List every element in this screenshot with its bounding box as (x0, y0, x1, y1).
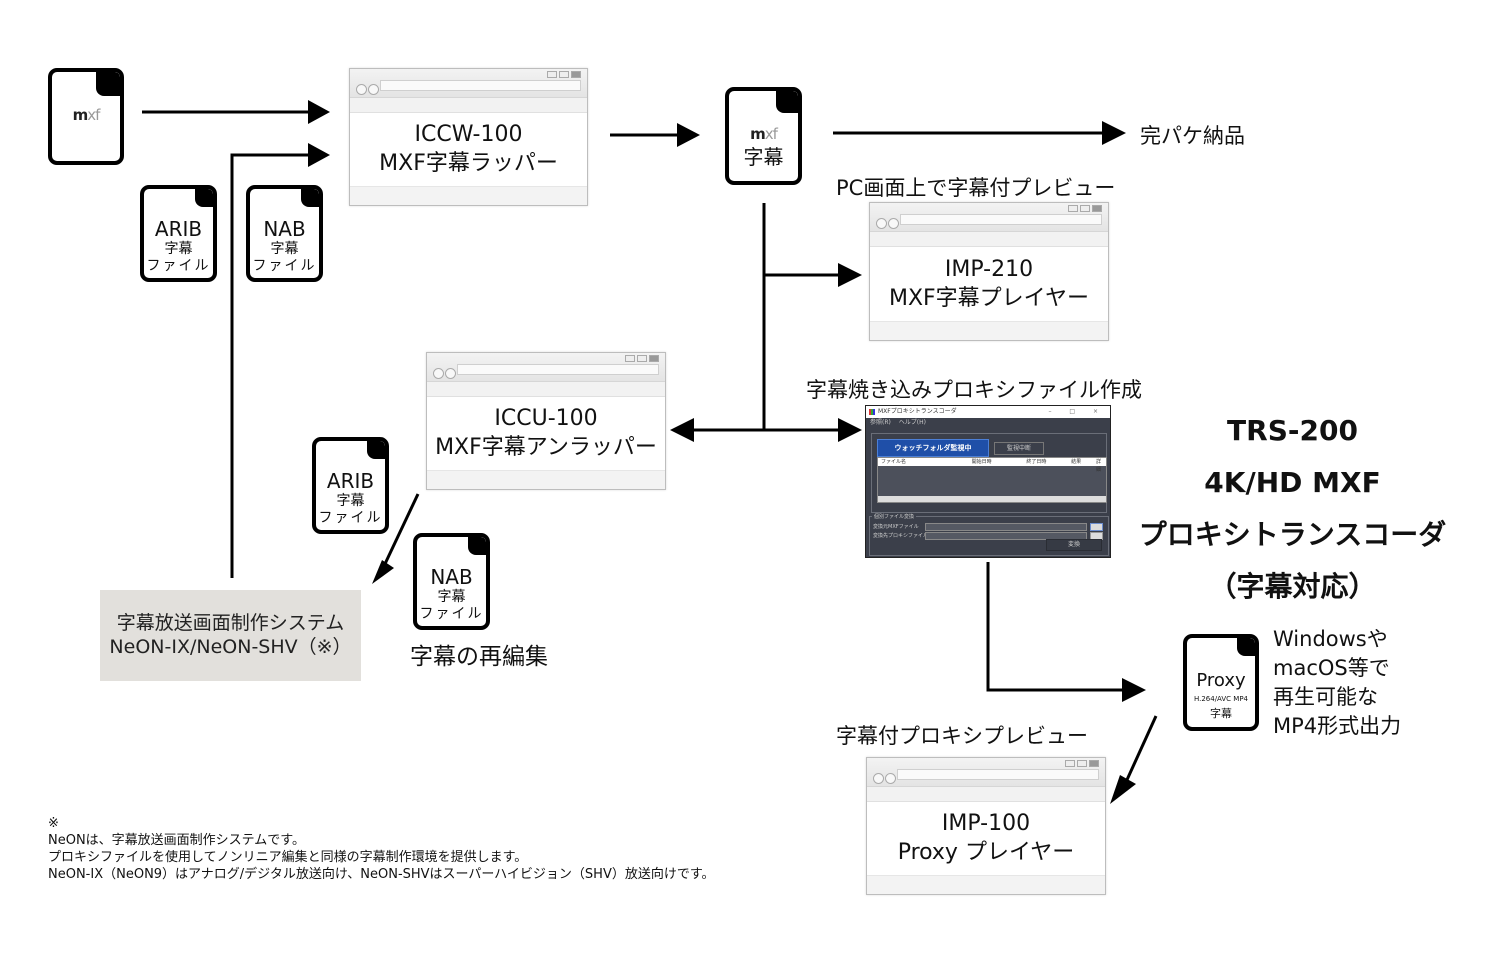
convert-button[interactable]: 変換 (1046, 539, 1102, 551)
source-mxf-input[interactable] (925, 523, 1087, 531)
col-end: 終了日時 (1026, 459, 1047, 465)
col-start: 開始日時 (971, 459, 992, 465)
col-result: 結果 (1071, 459, 1082, 465)
arrow-proxy-to-imp100 (1124, 715, 1158, 783)
neon-line2: NeON-IX/NeON-SHV（※） (109, 635, 352, 658)
delivery-label: 完パケ納品 (1140, 124, 1245, 148)
app-titlebar: MXFプロキシトランスコーダ – □ × (866, 406, 1110, 418)
imp210-name: MXF字幕プレイヤー (888, 285, 1090, 311)
stop-watch-button[interactable]: 監視中断 (994, 442, 1044, 455)
menu-reference[interactable]: 参照(R) (870, 419, 891, 426)
iccw-100-window: ICCW-100 MXF字幕ラッパー (349, 68, 588, 206)
horizontal-scrollbar[interactable] (878, 496, 1106, 502)
nab-output-file-icon: NAB 字幕 ファイル (413, 533, 490, 630)
imp100-caption: 字幕付プロキシプレビュー (836, 724, 1088, 748)
iccw-model: ICCW-100 (414, 122, 523, 148)
mxf-caption-file-icon: mxf 字幕 (725, 87, 802, 185)
neon-system-box: 字幕放送画面制作システム NeON-IX/NeON-SHV（※） (100, 590, 361, 681)
trs-200-app-screenshot: MXFプロキシトランスコーダ – □ × 参照(R) ヘルプ(H) ウォッチフォ… (865, 405, 1111, 558)
iccu-100-window: ICCU-100 MXF字幕アンラッパー (426, 352, 666, 490)
nab-caption-file-icon: NAB 字幕 ファイル (246, 185, 323, 282)
single-file-group: 個別ファイル変換 変換元MXFファイル 変換先プロキシファイル 変換 (869, 513, 1109, 556)
col-detail: 詳細 (1096, 459, 1102, 473)
browse-source-button[interactable] (1090, 523, 1103, 531)
arib-output-file-icon: ARIB 字幕 ファイル (312, 437, 389, 534)
iccu-name: MXF字幕アンラッパー (435, 435, 657, 460)
arib-caption-file-icon: ARIB 字幕 ファイル (140, 185, 217, 282)
transcoder-caption: 字幕焼き込みプロキシファイル作成 (806, 378, 1142, 402)
imp-100-window: IMP-100 Proxy プレイヤー (866, 757, 1106, 895)
job-list[interactable]: ファイル名 開始日時 終了日時 結果 詳細 (877, 457, 1107, 503)
imp-210-window: IMP-210 MXF字幕プレイヤー (869, 202, 1109, 341)
watch-panel: ウォッチフォルダ監視中 監視中断 ファイル名 開始日時 終了日時 結果 詳細 (871, 433, 1107, 513)
imp100-model: IMP-100 (941, 811, 1031, 837)
reedit-label: 字幕の再編集 (410, 644, 548, 670)
imp210-model: IMP-210 (944, 256, 1034, 282)
proxy-note: Windowsや macOS等で 再生可能な MP4形式出力 (1273, 627, 1402, 738)
iccw-name: MXF字幕ラッパー (379, 151, 558, 176)
mxf-logo: mxf (72, 106, 101, 124)
menu-help[interactable]: ヘルプ(H) (898, 419, 926, 426)
imp210-caption: PC画面上で字幕付プレビュー (836, 176, 1116, 200)
iccu-model: ICCU-100 (494, 406, 598, 432)
col-filename: ファイル名 (881, 459, 907, 465)
arrow-unwrapper-to-files (382, 493, 420, 567)
imp100-name: Proxy プレイヤー (897, 840, 1075, 865)
arrow-neon-to-wrapper (230, 153, 312, 578)
dest-proxy-input[interactable] (925, 532, 1087, 540)
trs-200-title: TRS-200 4K/HD MXF プロキシトランスコーダ （字幕対応） (1138, 414, 1447, 603)
mxf-logo: mxf (750, 125, 778, 143)
watch-folder-button[interactable]: ウォッチフォルダ監視中 (877, 439, 989, 457)
app-icon (869, 409, 875, 415)
app-menubar: 参照(R) ヘルプ(H) (866, 418, 1110, 428)
mxf-source-file-icon: mxf (48, 68, 124, 165)
proxy-file-icon: Proxy H.264/AVC MP4 字幕 (1183, 634, 1259, 731)
neon-line1: 字幕放送画面制作システム (116, 611, 345, 634)
footnote: ※ NeONは、字幕放送画面制作システムです。 プロキシファイルを使用してノンリ… (48, 816, 715, 882)
arrow-transcoder-to-proxy (986, 562, 1122, 692)
window-controls[interactable]: – □ × (1048, 408, 1106, 415)
